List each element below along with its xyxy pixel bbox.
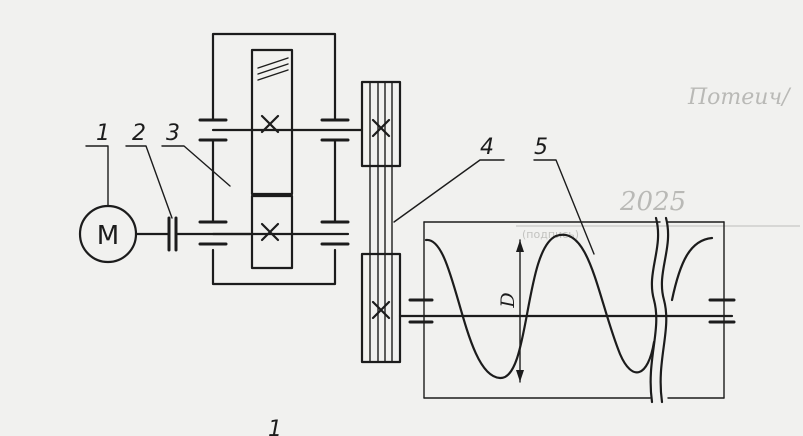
screw-conveyor [398, 216, 736, 404]
leader-3 [161, 145, 231, 187]
leader-1 [85, 145, 109, 207]
label-2: 2 [132, 121, 146, 146]
screw-flight [670, 236, 714, 302]
label-4: 4 [480, 135, 494, 160]
gear-pair [250, 48, 294, 270]
belt-drive [360, 80, 402, 364]
label-3: 3 [166, 121, 180, 146]
drive-gear [250, 194, 294, 270]
housing-bottom [211, 248, 337, 286]
leader-5 [533, 159, 595, 255]
leader-2 [125, 145, 173, 219]
label-1: 1 [96, 121, 110, 146]
motor-symbol: М [97, 221, 119, 251]
ghost-text-2: 2025 [619, 187, 686, 217]
gear-fixed-mark [260, 222, 280, 242]
reducer-housing [198, 32, 350, 286]
gear-tooth-hatch [257, 63, 289, 75]
ghost-text-1: Потеич/ [687, 85, 792, 110]
label-5: 5 [534, 135, 548, 160]
ghost-text-3: (подпись) [522, 228, 579, 241]
break-line [649, 216, 660, 404]
drive-pulley [360, 80, 402, 168]
dimension-label: D [497, 292, 519, 308]
leader-4 [393, 159, 505, 223]
pulley-fixed-mark [371, 300, 391, 320]
dimension-arrow-top [516, 240, 524, 252]
dimension-d: D [497, 239, 524, 383]
pulley-fixed-mark [371, 118, 391, 138]
bleed-through-text: Потеич/ 2025 (подпись) [516, 85, 800, 241]
driven-pulley [360, 252, 402, 364]
part-labels: 1 2 3 4 5 1 [96, 121, 548, 436]
gear-tooth-hatch [257, 57, 289, 69]
screw-flight [424, 233, 656, 380]
break-line [659, 216, 670, 404]
gear-tooth-hatch [257, 69, 289, 81]
electric-motor: М [78, 204, 138, 264]
driven-gear [250, 48, 294, 196]
dimension-arrow-bottom [516, 370, 524, 382]
reducer-shafts [211, 128, 364, 236]
leader-lines [85, 145, 595, 255]
bottom-mark: 1 [268, 417, 282, 436]
housing-top [211, 32, 337, 122]
